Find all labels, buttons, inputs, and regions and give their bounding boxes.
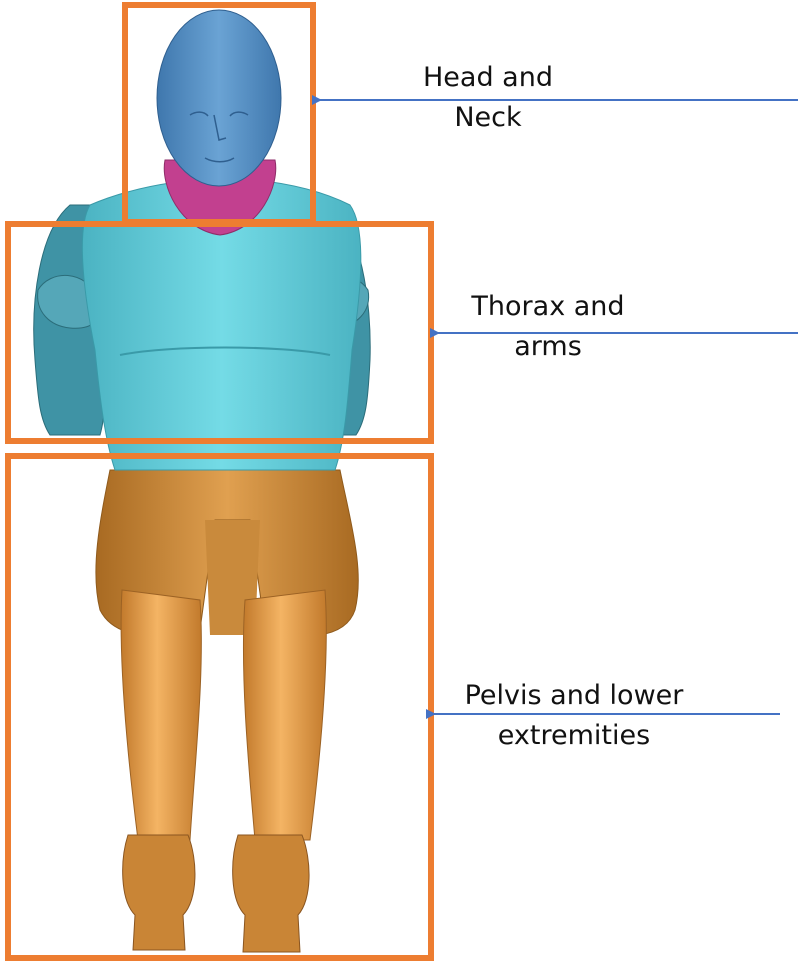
pelvis-lower-label-line-1: Pelvis and lower	[454, 676, 694, 716]
right-foot	[233, 835, 309, 952]
pelvis-lower-label: Pelvis and lower extremities	[454, 676, 694, 756]
thorax-arms-label-line-1: Thorax and	[448, 287, 648, 327]
right-leg	[243, 590, 326, 840]
thorax-arms-label: Thorax and arms	[448, 287, 648, 367]
head-neck-label-line-1: Head and	[388, 58, 588, 98]
head-neck-label: Head and Neck	[388, 58, 588, 138]
head-shape	[157, 10, 281, 186]
thorax-arms-label-line-2: arms	[448, 327, 648, 367]
left-leg	[121, 590, 201, 840]
left-foot	[123, 835, 195, 950]
human-body-model	[34, 10, 370, 952]
head-neck-label-line-2: Neck	[388, 98, 588, 138]
pelvis-lower-label-line-2: extremities	[454, 716, 694, 756]
